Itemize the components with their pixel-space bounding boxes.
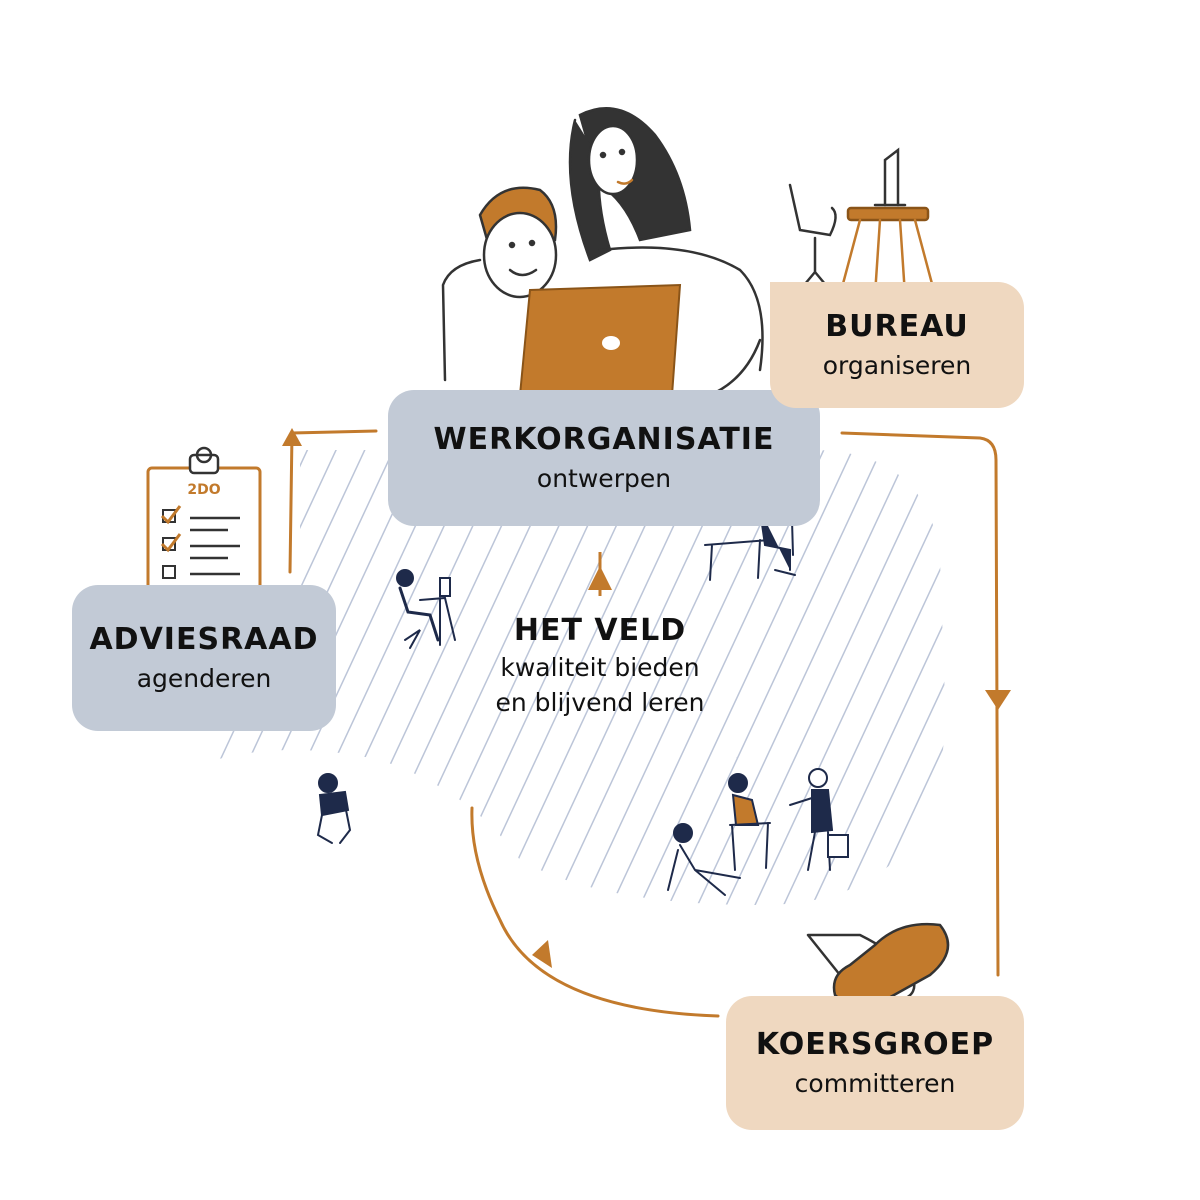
clipboard-illustration (146, 446, 262, 602)
man-illustration (441, 186, 558, 382)
desk-chair-illustration (788, 147, 937, 297)
het-veld-subtitle-line2: en blijvend leren (495, 687, 705, 717)
node-het-veld: HET VELD kwaliteit bieden en blijvend le… (430, 612, 770, 720)
sitting-person (316, 773, 352, 844)
het-veld-hatched-area (210, 450, 946, 905)
adviesraad-title: ADVIESRAAD (89, 622, 319, 657)
clipboard-label: 2DO (187, 482, 220, 498)
node-adviesraad: ADVIESRAAD agenderen (72, 585, 336, 731)
werkorganisatie-subtitle: ontwerpen (536, 463, 672, 493)
group-of-people (667, 768, 849, 896)
arrow-head-down (985, 690, 1011, 710)
werkorganisatie-title: WERKORGANISATIE (433, 422, 775, 457)
woman-illustration (568, 107, 764, 412)
het-veld-title: HET VELD (513, 613, 687, 648)
koersgroep-subtitle: committeren (794, 1068, 956, 1098)
het-veld-subtitle-line1: kwaliteit bieden (500, 652, 700, 682)
koersgroep-title: KOERSGROEP (755, 1027, 995, 1062)
node-koersgroep: KOERSGROEP committeren (726, 996, 1024, 1130)
handshake-illustration (806, 923, 950, 1006)
adviesraad-subtitle: agenderen (136, 663, 272, 693)
laptop-illustration (457, 283, 703, 406)
bureau-subtitle: organiseren (822, 350, 972, 380)
node-werkorganisatie: WERKORGANISATIE ontwerpen (388, 390, 820, 526)
arrow-head-left-up (532, 940, 552, 968)
arrow-heads (282, 428, 1011, 968)
office-worker-left (396, 569, 456, 649)
arrow-werkorganisatie-to-koersgroep (840, 431, 1000, 977)
node-bureau: BUREAU organiseren (770, 282, 1024, 408)
arrow-head-up-left (282, 428, 302, 446)
bureau-title: BUREAU (825, 309, 969, 344)
arrow-koersgroep-to-veld (470, 806, 720, 1018)
